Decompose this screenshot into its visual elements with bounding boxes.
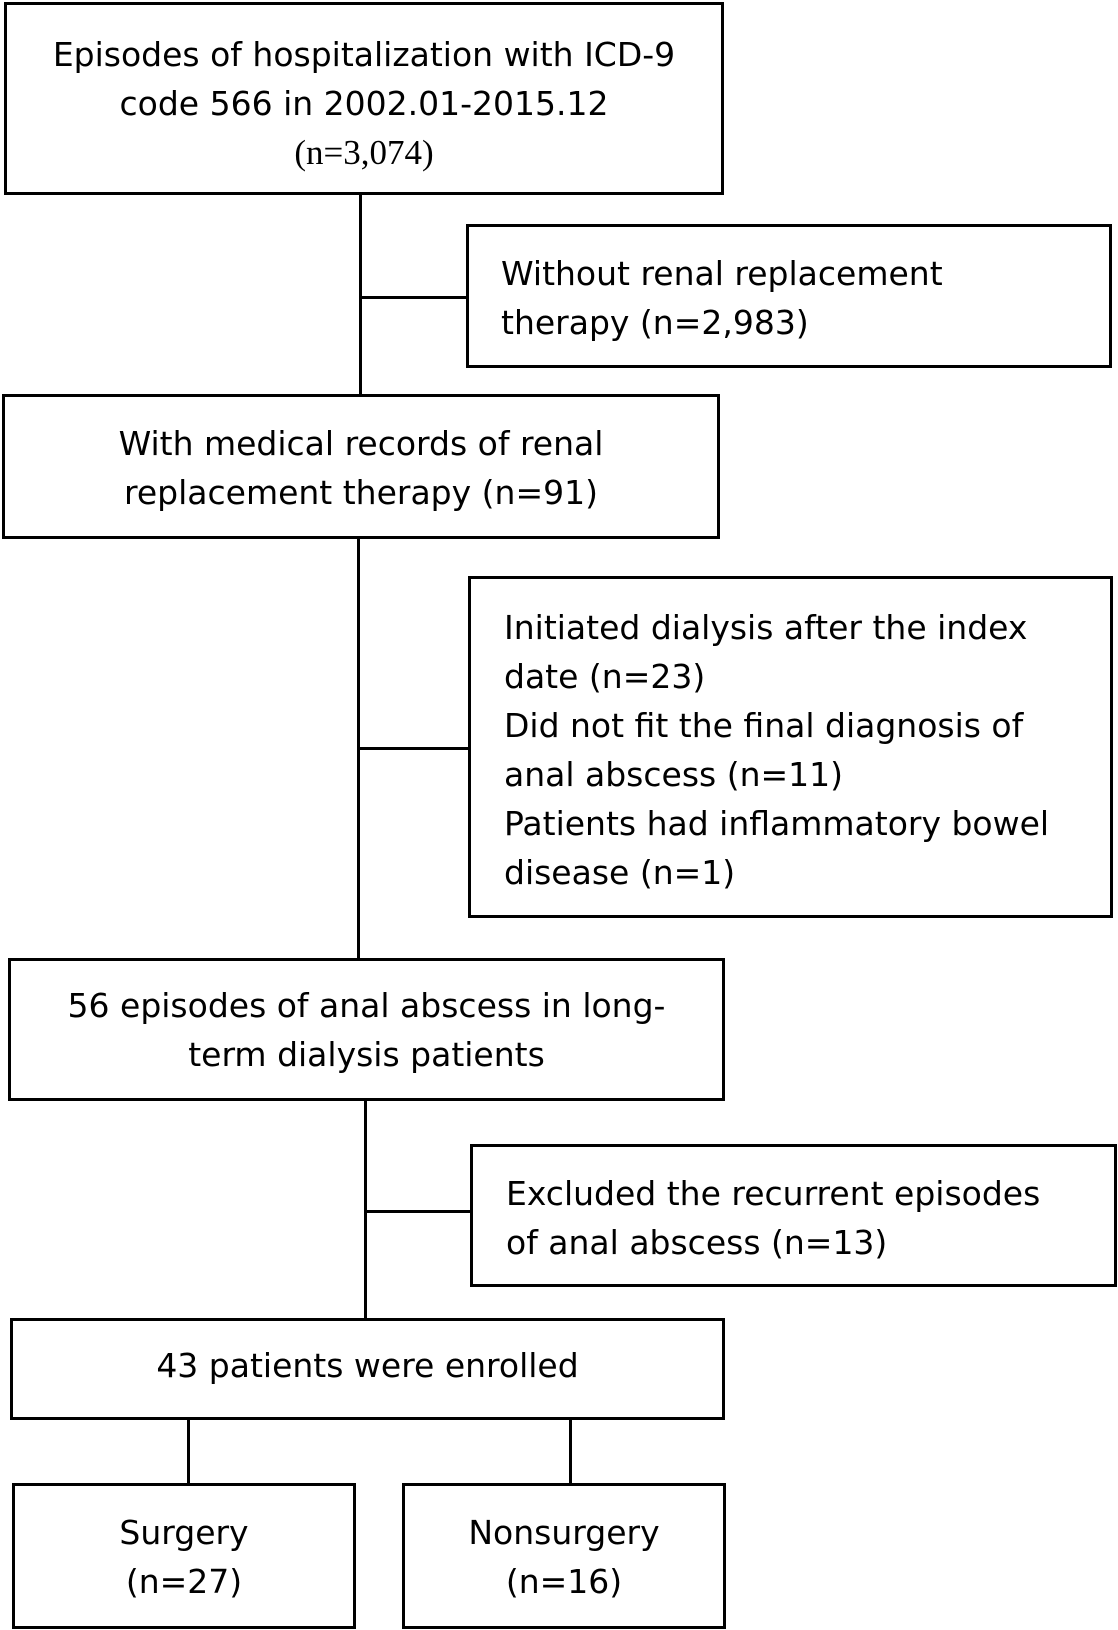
excl-multi-line-4: anal abscess (n=11) — [504, 755, 844, 794]
with-rrt-line-2: replacement therapy (n=91) — [124, 473, 598, 512]
excl-multi-line-1: Initiated dialysis after the index — [504, 608, 1028, 647]
total-line-3: (n=3,074) — [294, 133, 434, 172]
excl-no-rrt-line-1: Without renal replacement — [501, 254, 943, 293]
excl-recurrent-line-2: of anal abscess (n=13) — [506, 1223, 888, 1262]
excl-no-rrt-line-2: therapy (n=2,983) — [501, 303, 809, 342]
box-patients-enrolled: 43 patients were enrolled — [10, 1318, 725, 1420]
connector-enrolled-to-surgery — [187, 1418, 190, 1485]
box-anal-abscess-episodes: 56 episodes of anal abscess in long- ter… — [8, 958, 725, 1101]
box-exclusion-recurrent: Excluded the recurrent episodes of anal … — [470, 1144, 1117, 1287]
surgery-line-1: Surgery — [119, 1513, 249, 1552]
box-exclusion-no-rrt: Without renal replacement therapy (n=2,9… — [466, 224, 1112, 368]
episodes-line-1: 56 episodes of anal abscess in long- — [67, 986, 666, 1025]
connector-branch-multi-exclusion — [357, 747, 471, 750]
total-line-1: Episodes of hospitalization with ICD-9 — [52, 35, 676, 74]
connector-episodes-to-enrolled — [364, 1098, 367, 1321]
connector-branch-no-rrt — [359, 296, 469, 299]
episodes-line-2: term dialysis patients — [188, 1035, 545, 1074]
nonsurgery-line-2: (n=16) — [505, 1562, 623, 1601]
with-rrt-line-1: With medical records of renal — [118, 424, 604, 463]
box-exclusion-multiple: Initiated dialysis after the index date … — [468, 576, 1113, 918]
nonsurgery-line-1: Nonsurgery — [468, 1513, 660, 1552]
excl-recurrent-line-1: Excluded the recurrent episodes — [506, 1174, 1041, 1213]
box-nonsurgery: Nonsurgery (n=16) — [402, 1483, 726, 1629]
excl-multi-line-6: disease (n=1) — [504, 853, 736, 892]
box-with-rrt: With medical records of renal replacemen… — [2, 394, 720, 539]
connector-branch-recurrent — [364, 1210, 473, 1213]
box-surgery: Surgery (n=27) — [12, 1483, 356, 1629]
enrolled-line-1: 43 patients were enrolled — [156, 1346, 579, 1385]
surgery-line-2: (n=27) — [125, 1562, 243, 1601]
box-total-hospitalizations: Episodes of hospitalization with ICD-9 c… — [4, 2, 724, 195]
connector-total-to-rrt — [359, 192, 362, 396]
excl-multi-line-3: Did not fit the final diagnosis of — [504, 706, 1024, 745]
excl-multi-line-2: date (n=23) — [504, 657, 706, 696]
connector-enrolled-to-nonsurgery — [569, 1418, 572, 1485]
excl-multi-line-5: Patients had inflammatory bowel — [504, 804, 1050, 843]
total-line-2: code 566 in 2002.01-2015.12 — [119, 84, 609, 123]
